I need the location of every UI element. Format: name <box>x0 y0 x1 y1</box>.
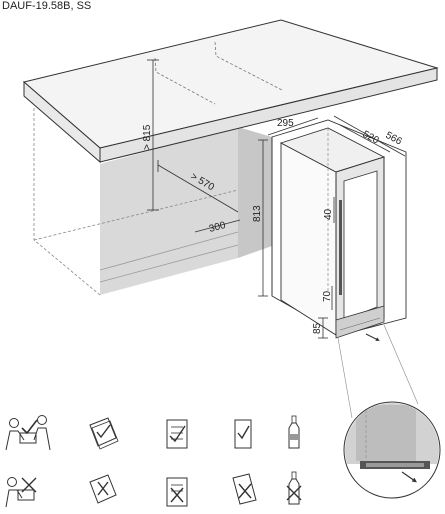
model-number: DAUF-19.58B, SS <box>2 0 92 12</box>
bottle-upright-icon <box>288 415 300 449</box>
cooler-glass <box>343 170 378 321</box>
one-person-carry-icon <box>5 477 37 508</box>
dim-appliance-width: 295 <box>277 118 294 129</box>
dim-appliance-depth: 520 <box>361 129 381 147</box>
door-handle <box>339 200 342 295</box>
ventilation-arrow <box>365 333 380 341</box>
bottle-cross-icon <box>286 471 302 505</box>
dim-appliance-height: 813 <box>252 205 263 222</box>
checklist-check-icon <box>166 419 188 449</box>
handling-icons-row-not-ok <box>5 471 302 508</box>
dim-handle-gap: 70 <box>322 290 333 302</box>
cabinet-side-panel <box>238 127 272 258</box>
manual-check-icon <box>89 417 119 450</box>
wine-cooler <box>271 119 407 339</box>
dim-plinth-height: 85 <box>312 322 323 334</box>
two-person-carry-icon <box>5 415 51 451</box>
cooler-plinth <box>335 305 385 339</box>
dim-min-height: > 815 <box>142 124 153 150</box>
checklist-cross-icon <box>166 477 188 507</box>
dim-door-open-depth: 566 <box>384 130 404 148</box>
plinth-detail-callout <box>343 401 441 499</box>
handling-icons-row-ok <box>5 415 300 451</box>
upright-fridge-check-icon <box>234 419 252 449</box>
cabinet-front-panel <box>100 127 238 295</box>
dim-niche-width: 300 <box>208 220 227 235</box>
manual-cross-icon <box>89 474 117 504</box>
kitchen-cabinet <box>22 19 439 296</box>
dim-top-gap: 40 <box>323 208 334 220</box>
tilted-fridge-cross-icon <box>232 473 257 505</box>
